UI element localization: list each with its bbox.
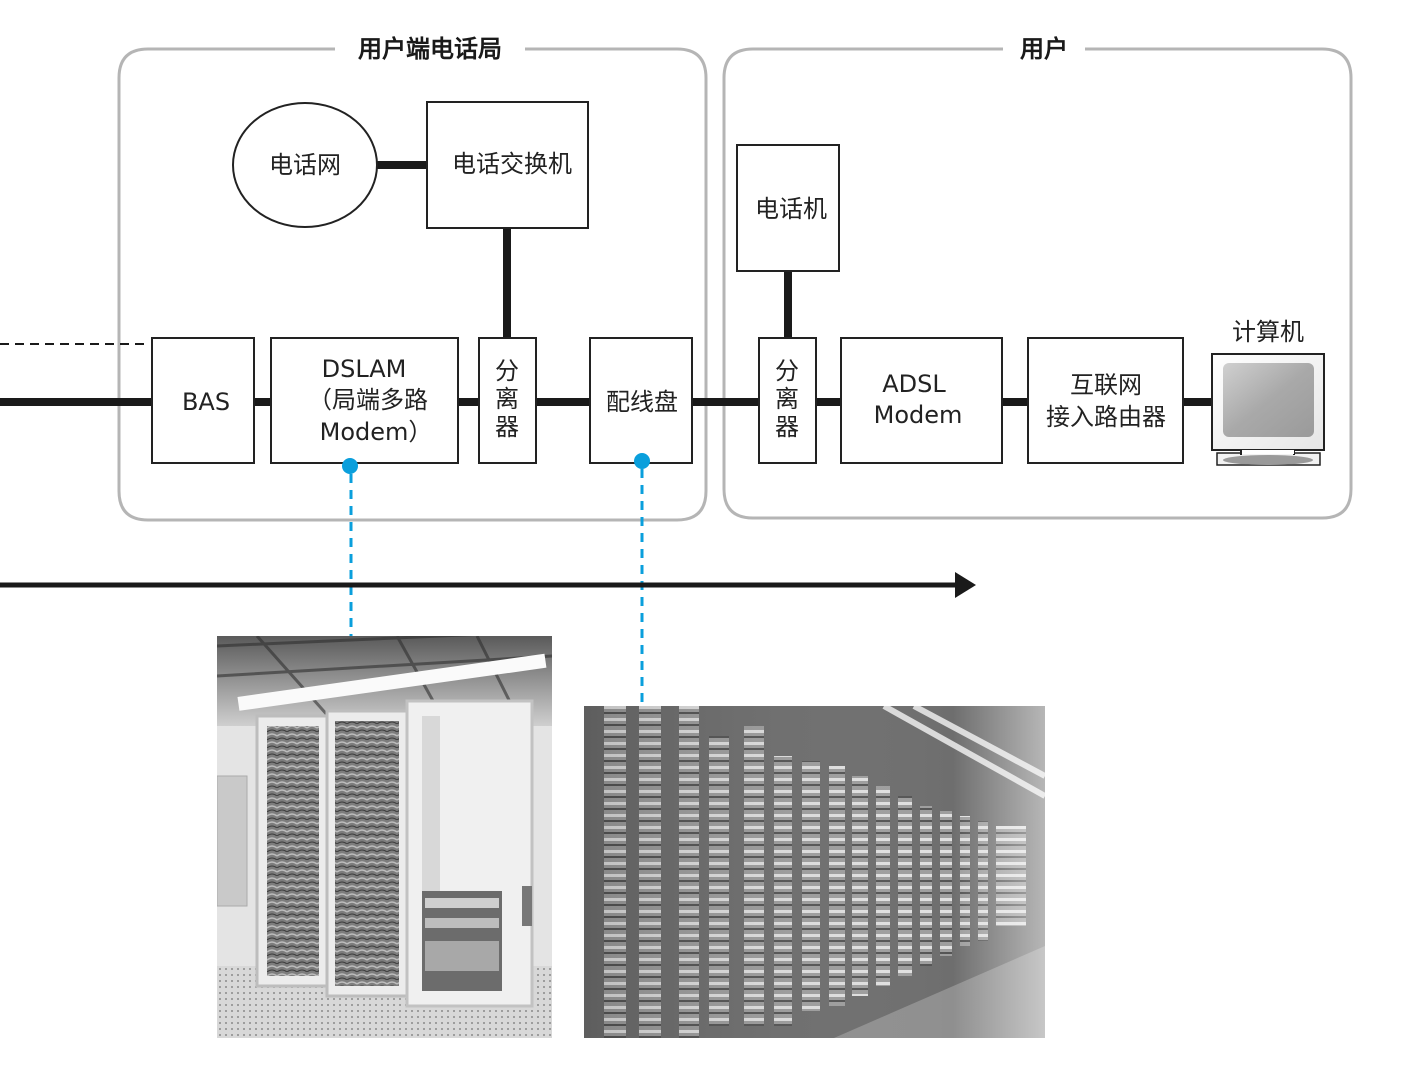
node-adsl-modem-line-1: ADSL [882, 370, 946, 398]
photo-dslam-racks-art [217, 636, 552, 1038]
node-splitter-office-char-2: 离 [495, 385, 519, 413]
connections [0, 161, 1213, 406]
callout-dot-dslam [342, 458, 358, 474]
node-computer: 计算机 [1211, 318, 1325, 466]
node-dslam-line-1: DSLAM [322, 355, 407, 383]
callout-dot-distribution-frame [634, 453, 650, 469]
monitor-icon [1211, 353, 1325, 466]
node-splitter-customer: 分 离 器 [758, 337, 817, 464]
node-splitter-customer-char-1: 分 [775, 357, 799, 385]
node-splitter-office-char-1: 分 [495, 357, 519, 385]
node-adsl-modem: ADSL Modem [840, 337, 1003, 464]
photo-distribution-frame-art [584, 706, 1045, 1038]
node-telephone-exchange: 电话交换机 [426, 101, 589, 229]
node-internet-router: 互联网 接入路由器 [1027, 337, 1184, 464]
node-computer-label: 计算机 [1232, 318, 1304, 346]
node-telephone-set-label: 电话机 [755, 195, 827, 223]
node-dslam-line-2: （局端多路 [308, 386, 428, 414]
node-distribution-frame-label: 配线盘 [606, 388, 678, 416]
node-dslam-line-3: Modem） [320, 418, 433, 446]
node-internet-router-line-1: 互联网 [1070, 371, 1142, 399]
group-customer-border [722, 47, 1353, 520]
group-central-office-title: 用户端电话局 [358, 35, 502, 63]
node-distribution-frame: 配线盘 [589, 337, 693, 464]
node-telephone-exchange-label: 电话交换机 [452, 150, 572, 178]
group-central-office-border [117, 47, 708, 522]
photo-distribution-frame [584, 706, 1045, 1038]
node-internet-router-line-2: 接入路由器 [1046, 403, 1166, 431]
node-telephone-network: 电话网 [232, 102, 378, 228]
node-bas-label: BAS [182, 388, 230, 416]
group-customer-title: 用户 [1020, 35, 1068, 63]
node-dslam: DSLAM （局端多路 Modem） [270, 337, 459, 464]
group-customer: 用户 [722, 35, 1353, 520]
node-splitter-customer-char-2: 离 [775, 385, 799, 413]
node-splitter-customer-char-3: 器 [775, 413, 799, 441]
node-telephone-network-label: 电话网 [269, 151, 341, 179]
node-bas: BAS [151, 337, 255, 464]
node-adsl-modem-line-2: Modem [874, 401, 963, 429]
node-splitter-office-char-3: 器 [495, 413, 519, 441]
flow-arrow [0, 572, 976, 598]
photo-dslam-racks [217, 636, 552, 1038]
group-central-office: 用户端电话局 [117, 35, 708, 522]
node-splitter-office: 分 离 器 [478, 337, 537, 464]
node-telephone-set: 电话机 [736, 144, 840, 272]
